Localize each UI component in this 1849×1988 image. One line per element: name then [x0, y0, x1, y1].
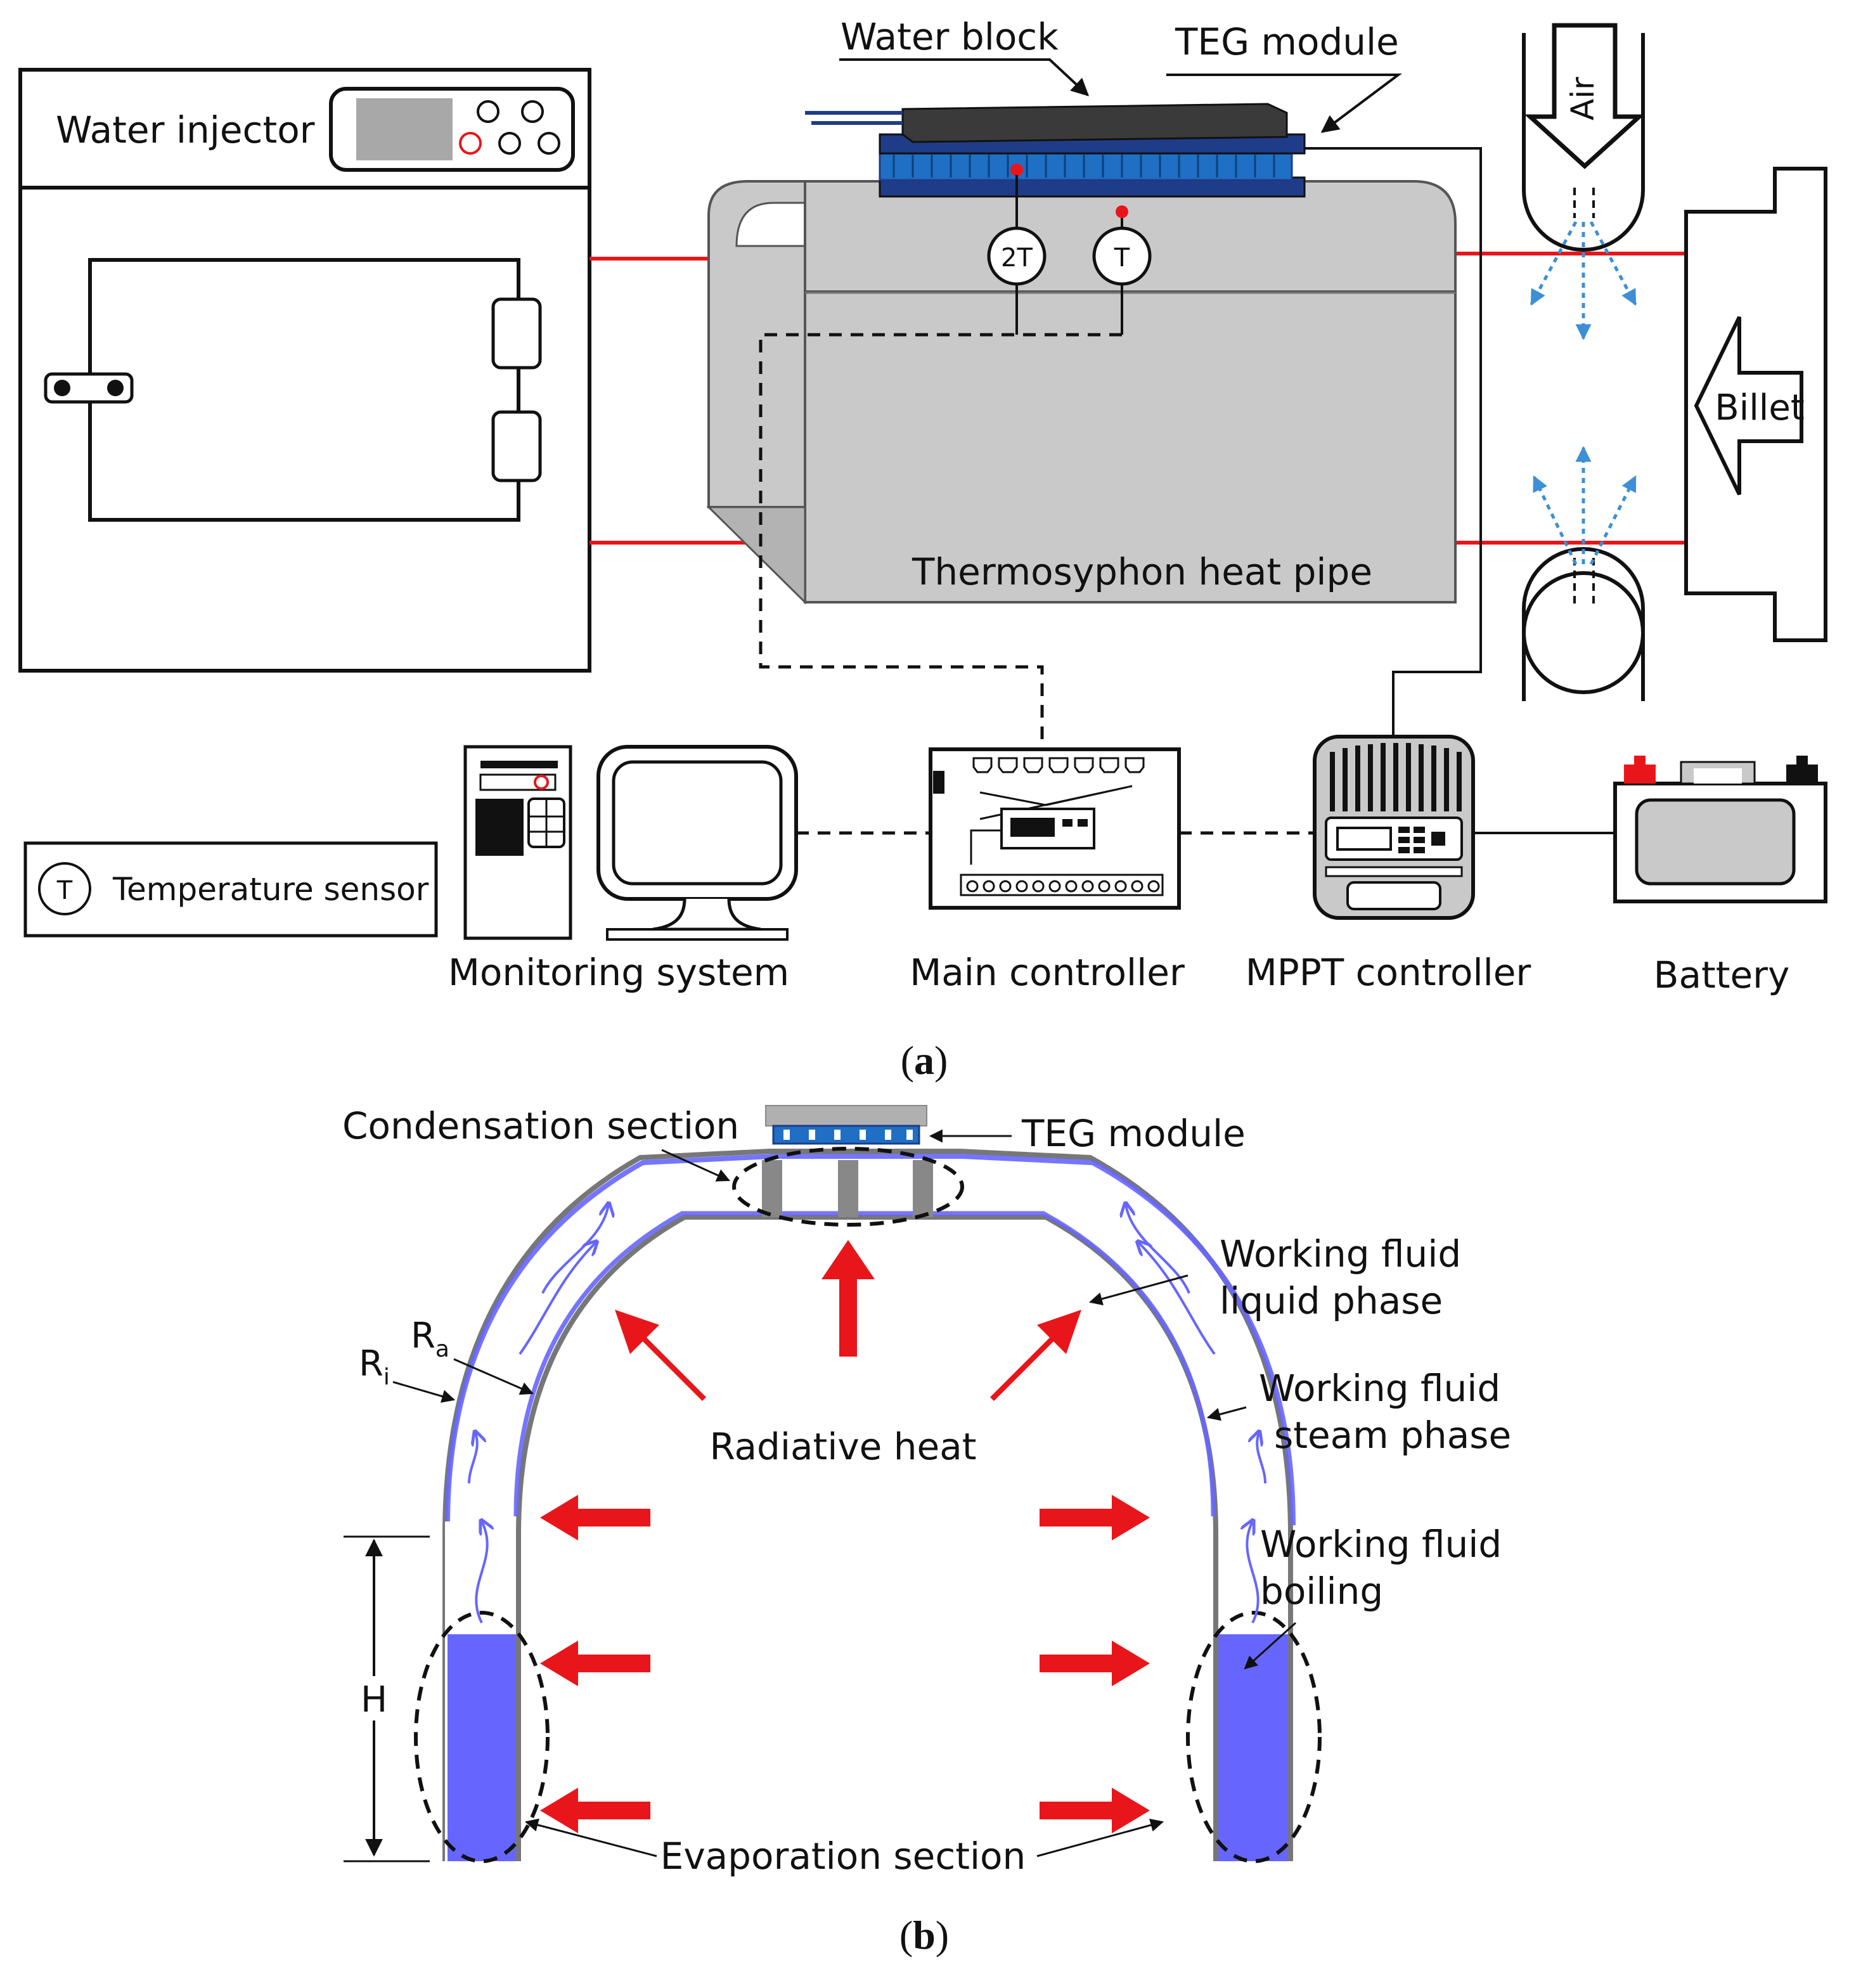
air-nozzles: Air	[1522, 23, 1646, 701]
sensor-dot	[1010, 164, 1023, 176]
mppt-controller: MPPT controller	[1246, 735, 1531, 994]
ra-label: Ra	[411, 1315, 449, 1362]
temperature-sensors: 2T T	[987, 175, 1152, 335]
radiative-heat-arrows	[540, 1240, 1150, 1833]
legend-sensor-icon	[38, 862, 91, 915]
legend: T Temperature sensor	[23, 841, 438, 938]
teg-stack	[805, 103, 1306, 218]
liquid-label-1: Working fluid	[1220, 1232, 1461, 1275]
power-lines	[1305, 147, 1615, 834]
teg-heatsink	[765, 1105, 927, 1126]
main-controller: Main controller	[910, 747, 1185, 994]
billet-label: Billet	[1715, 387, 1805, 429]
door-hinge	[491, 410, 542, 482]
battery-negative	[1786, 765, 1818, 784]
heat-arrow-up	[821, 1240, 875, 1357]
liquid-label-2: liquid phase	[1220, 1279, 1443, 1322]
panel-a: Water injector	[18, 15, 1827, 1083]
door-hinge	[491, 297, 542, 370]
panel-b: H Ri Ra Condensation section TEG module …	[342, 1104, 1511, 1958]
water-injector-label: Water injector	[56, 108, 315, 152]
water-injector: Water injector	[18, 68, 591, 673]
teg-module	[879, 151, 1293, 181]
injector-knob-red	[459, 132, 482, 155]
air-label: Air	[1564, 77, 1601, 120]
door-handle	[44, 372, 134, 404]
teg-legs	[892, 155, 1275, 178]
height-dimension: H	[344, 1535, 430, 1862]
heat-arrow-left	[540, 1788, 650, 1833]
heat-arrow-left	[540, 1641, 650, 1686]
injector-knob	[521, 100, 544, 123]
battery: Battery	[1613, 756, 1827, 997]
ri-label: Ri	[359, 1343, 390, 1390]
evaporation-label: Evaporation section	[660, 1835, 1026, 1878]
injector-knob	[538, 132, 560, 155]
legend-label: Temperature sensor	[112, 871, 429, 908]
injector-knob	[498, 132, 521, 155]
h-label: H	[361, 1679, 387, 1720]
heat-arrow-left	[540, 1495, 650, 1540]
monitoring-system: Monitoring system	[448, 745, 798, 994]
teg-module-b	[772, 1125, 920, 1145]
svg-text:T: T	[56, 876, 73, 905]
sensor-dot	[1116, 205, 1128, 218]
signal-lines	[759, 333, 1315, 835]
battery-label: Battery	[1654, 953, 1790, 997]
left-pool	[448, 1634, 516, 1861]
heat-arrow-right	[1040, 1641, 1150, 1686]
steam-label-1: Working fluid	[1259, 1367, 1500, 1410]
injector-display	[356, 98, 453, 160]
heat-pipe-label: Thermosyphon heat pipe	[912, 550, 1372, 593]
svg-text:2T: 2T	[1001, 243, 1033, 273]
teg-module-b-label: TEG module	[1021, 1112, 1246, 1155]
boiling-label-2: boiling	[1260, 1570, 1383, 1613]
steam-label-2: steam phase	[1274, 1414, 1511, 1457]
water-block-label: Water block	[841, 15, 1059, 58]
liquid-pools	[414, 1611, 1322, 1863]
injector-door	[88, 258, 520, 522]
billet-arrow	[1694, 316, 1803, 496]
battery-positive	[1624, 765, 1656, 784]
vapor-arrows	[468, 1204, 1266, 1623]
heat-arrow-right	[1040, 1788, 1150, 1833]
air-arrow	[1524, 23, 1646, 169]
condensation-label: Condensation section	[342, 1104, 739, 1147]
radiative-heat-label: Radiative heat	[709, 1425, 976, 1468]
mppt-label: MPPT controller	[1246, 951, 1531, 994]
thermosyphon-heat-pipe: Thermosyphon heat pipe	[706, 180, 1457, 605]
right-pool	[1218, 1634, 1288, 1861]
monitoring-label: Monitoring system	[448, 951, 789, 994]
condensation-section	[732, 1105, 964, 1227]
caption-a: (a)	[901, 1038, 948, 1083]
billet: Billet	[1684, 167, 1827, 642]
main-controller-label: Main controller	[910, 951, 1185, 994]
teg-module-label: TEG module	[1175, 20, 1399, 63]
svg-text:T: T	[1114, 243, 1130, 273]
boiling-label-1: Working fluid	[1260, 1523, 1502, 1566]
water-block	[901, 103, 1288, 143]
heat-arrow-upleft	[615, 1310, 706, 1401]
heat-arrow-right	[1040, 1495, 1150, 1540]
injector-knob	[477, 100, 499, 123]
heat-arrow-upright	[990, 1310, 1081, 1401]
caption-b: (b)	[899, 1913, 949, 1958]
